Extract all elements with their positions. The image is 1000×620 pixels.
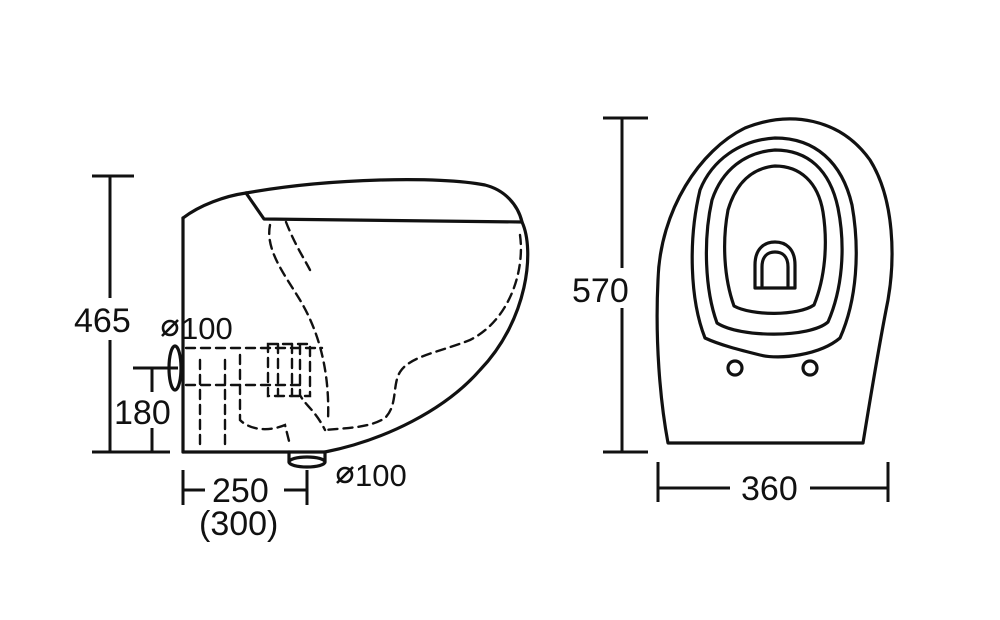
flush-button-right [801,359,819,377]
floor-outlet-walls [287,450,327,464]
rear-outlet-diameter: 100 [161,311,233,346]
dimension-depth-570: 570 [572,116,648,454]
top-view-outline [655,117,894,445]
label-inlet-180: 180 [114,394,171,432]
dimension-height-465: 465 [74,174,170,454]
label-outlet-250: 250 [212,472,269,510]
flush-button-left [726,359,744,377]
label-rear-outlet-100: 100 [181,311,233,346]
label-width-360: 360 [741,470,798,508]
floor-outlet-pipe [287,455,327,469]
label-height-465: 465 [74,302,131,340]
floor-outlet-diameter: 100 [336,458,407,493]
label-outlet-300: (300) [199,505,278,543]
dimension-inlet-180: 180 [114,366,178,452]
side-view-outline [181,178,530,454]
label-floor-outlet-100: 100 [355,458,407,493]
dimension-width-360: 360 [656,462,890,508]
diameter-icon [161,319,179,337]
side-view-hidden-lines [184,220,523,452]
dimension-outlet-250: 250 (300) [181,470,309,543]
diameter-icon [336,466,354,484]
label-depth-570: 570 [572,272,629,310]
